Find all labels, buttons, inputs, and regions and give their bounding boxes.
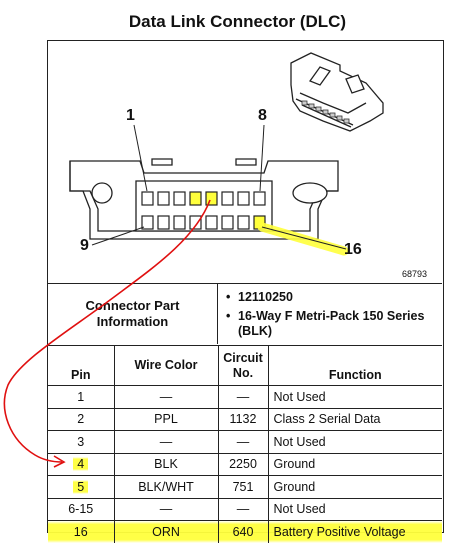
- cavity-pin-8: [253, 191, 266, 206]
- row-circuit: 1132: [217, 407, 269, 431]
- pin-1-label: 1: [126, 107, 135, 124]
- row-wire-color: BLK/WHT: [113, 475, 219, 499]
- figure-number: 68793: [402, 269, 428, 279]
- row-circuit: 751: [217, 475, 269, 499]
- row-function: Class 2 Serial Data: [267, 407, 442, 431]
- pin-16-label: 16: [344, 241, 362, 258]
- connector-part-info-list: 12110250 16-Way F Metri-Pack 150 Series …: [226, 290, 436, 343]
- row-circuit: —: [217, 385, 269, 409]
- connector-front-view: [69, 158, 339, 240]
- pin-8-label: 8: [258, 107, 267, 124]
- highlighted-pin-5: 5: [73, 479, 89, 494]
- table-row: 4 BLK 2250 Ground: [48, 452, 442, 476]
- cavity-pin-13: [205, 215, 218, 230]
- cavity-pin-15: [237, 215, 250, 230]
- row-circuit: 640: [217, 520, 269, 543]
- row-circuit: —: [217, 430, 269, 454]
- table-row: 5 BLK/WHT 751 Ground: [48, 475, 442, 499]
- row-circuit: 2250: [217, 452, 269, 476]
- connector-part-info-label: Connector Part Information: [48, 284, 218, 344]
- row-function: Ground: [267, 475, 442, 499]
- row-circuit: —: [217, 497, 269, 521]
- connector-isometric-view: [290, 52, 384, 132]
- row-pin: 16: [48, 520, 115, 543]
- row-function: Not Used: [267, 385, 442, 409]
- part-number: 12110250: [226, 290, 436, 306]
- cavity-pin-4: [189, 191, 202, 206]
- row-wire-color: —: [113, 385, 219, 409]
- row-pin: 6-15: [48, 497, 115, 521]
- row-wire-color: ORN: [113, 520, 219, 543]
- dlc-frame: 1 8 9 16 68793 Connector Part Informatio…: [47, 40, 444, 543]
- row-pin: 1: [48, 385, 115, 409]
- cavity-pin-12: [189, 215, 202, 230]
- cavity-pin-5: [205, 191, 218, 206]
- cavity-pin-11: [173, 215, 186, 230]
- connector-part-info: Connector Part Information 12110250 16-W…: [48, 283, 442, 345]
- row-pin: 4: [48, 452, 115, 476]
- table-row: 1 — — Not Used: [48, 385, 442, 409]
- connector-drawing: [69, 52, 384, 256]
- row-wire-color: —: [113, 430, 219, 454]
- pin-table-header: Pin Wire Color Circuit No. Function: [48, 345, 442, 386]
- header-circuit-no: Circuit No.: [217, 345, 269, 386]
- pin-9-label: 9: [80, 237, 89, 254]
- cavity-pin-1: [141, 191, 154, 206]
- connector-diagram: 1 8 9 16 68793: [48, 41, 442, 283]
- table-row: 3 — — Not Used: [48, 430, 442, 454]
- highlighted-pin-4: 4: [73, 457, 89, 472]
- row-wire-color: BLK: [113, 452, 219, 476]
- cavity-pin-14: [221, 215, 234, 230]
- row-function: Not Used: [267, 430, 442, 454]
- part-description: 16-Way F Metri-Pack 150 Series (BLK): [226, 309, 436, 340]
- row-wire-color: —: [113, 497, 219, 521]
- cavity-pin-3: [173, 191, 186, 206]
- row-function: Battery Positive Voltage: [267, 520, 442, 543]
- table-row: 6-15 — — Not Used: [48, 497, 442, 521]
- page-title: Data Link Connector (DLC): [128, 12, 347, 31]
- table-row-highlighted: 16 ORN 640 Battery Positive Voltage: [48, 520, 442, 543]
- header-wire-color: Wire Color: [113, 345, 219, 386]
- pin-table: Pin Wire Color Circuit No. Function 1 — …: [48, 345, 442, 543]
- row-wire-color: PPL: [113, 407, 219, 431]
- cavity-pin-10: [157, 215, 170, 230]
- row-pin: 2: [48, 407, 115, 431]
- table-row: 2 PPL 1132 Class 2 Serial Data: [48, 407, 442, 431]
- header-function: Function: [267, 345, 442, 386]
- cavity-pin-2: [157, 191, 170, 206]
- row-function: Not Used: [267, 497, 442, 521]
- header-pin: Pin: [48, 345, 115, 386]
- row-pin: 5: [48, 475, 115, 499]
- cavity-pin-6: [221, 191, 234, 206]
- row-function: Ground: [267, 452, 442, 476]
- cavity-pin-7: [237, 191, 250, 206]
- row-pin: 3: [48, 430, 115, 454]
